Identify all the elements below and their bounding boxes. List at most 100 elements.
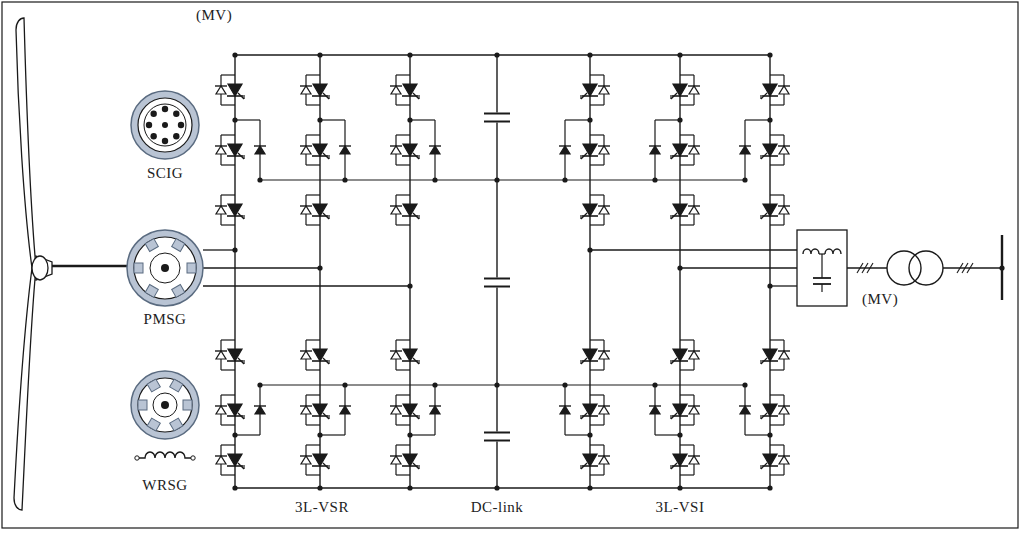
three-phase-tick: [967, 263, 973, 273]
wire: [770, 164, 784, 165]
wire: [821, 284, 822, 292]
diode-bar: [688, 205, 700, 206]
wire: [680, 194, 694, 195]
wire: [396, 394, 410, 395]
stator-slot: [172, 239, 185, 252]
wire: [396, 74, 410, 75]
rotor: [144, 104, 186, 146]
junction-dot: [652, 382, 657, 387]
junction-dot: [317, 265, 322, 270]
diode-bar: [390, 405, 402, 406]
neutral-bus: [260, 179, 745, 180]
gate-lead: [413, 463, 419, 469]
wire: [221, 224, 235, 225]
junction-dot: [587, 485, 592, 490]
wire: [306, 394, 320, 395]
pmsg-machine: [127, 230, 203, 306]
antiparallel-diode: [689, 351, 699, 359]
junction-dot: [587, 52, 592, 57]
antiparallel-diode: [779, 351, 789, 359]
gate-lead: [418, 155, 419, 159]
antiparallel-diode: [391, 86, 401, 94]
diode-bar: [739, 145, 751, 146]
gate-lead: [670, 415, 671, 419]
junction-dot: [407, 52, 412, 57]
dc-rail-positive: [235, 54, 770, 55]
wire: [221, 194, 235, 195]
junction-dot: [407, 432, 412, 437]
junction-dot: [342, 382, 347, 387]
antiparallel-diode: [689, 146, 699, 154]
junction-dot: [317, 432, 322, 437]
diode-bar: [688, 405, 700, 406]
gate-lead: [580, 415, 581, 419]
converter-label: 3L-VSI: [656, 498, 705, 516]
junction-dot: [562, 382, 567, 387]
diode-bar: [598, 405, 610, 406]
diode-bar: [300, 145, 312, 146]
gate-lead: [238, 153, 244, 159]
stator-ring: [131, 91, 199, 159]
wind-turbine: [14, 18, 127, 510]
diode-bar: [215, 85, 227, 86]
wire: [770, 394, 784, 395]
rotor-bar: [173, 110, 179, 116]
wire: [770, 339, 784, 340]
junction-dot: [232, 485, 237, 490]
gate-lead: [760, 415, 761, 419]
rotor-shaft: [161, 264, 169, 272]
gate-lead: [243, 215, 244, 219]
gate-lead: [328, 415, 329, 419]
gate-lead: [323, 358, 329, 364]
junction-dot: [432, 177, 437, 182]
capacitor-plate: [484, 286, 510, 288]
rotor-bar: [150, 133, 156, 139]
diode-bar: [390, 205, 402, 206]
gate-lead: [238, 93, 244, 99]
clamp-diode: [740, 406, 750, 414]
terminal: [191, 456, 195, 460]
wire: [680, 394, 694, 395]
wire: [396, 104, 410, 105]
rotor: [150, 253, 180, 283]
clamp-diode: [560, 406, 570, 414]
stator-slot: [145, 239, 158, 252]
gate-lead: [761, 213, 767, 219]
transformer-winding: [909, 251, 943, 285]
clamp-diode: [255, 146, 265, 154]
wire: [565, 434, 590, 435]
voltage-level-label: (MV): [862, 290, 898, 308]
diode-bar: [215, 350, 227, 351]
antiparallel-diode: [599, 86, 609, 94]
scig-machine: [131, 91, 199, 159]
three-phase-tick: [857, 263, 863, 273]
capacitor-plate: [484, 440, 510, 442]
wire: [320, 434, 345, 435]
wire: [770, 369, 784, 370]
diode-bar: [390, 85, 402, 86]
antiparallel-diode: [301, 456, 311, 464]
generator-label: SCIG: [147, 164, 183, 182]
gate-lead: [238, 213, 244, 219]
capacitor-gap: [483, 113, 511, 123]
diode-bar: [778, 145, 790, 146]
stator-slot: [183, 400, 192, 410]
wire: [590, 74, 604, 75]
gate-lead: [760, 465, 761, 469]
gate-lead: [670, 155, 671, 159]
diode-bar: [688, 145, 700, 146]
gate-lead: [581, 213, 587, 219]
rotor-bar: [162, 106, 168, 112]
junction-dot: [767, 117, 772, 122]
wire: [770, 74, 784, 75]
antiparallel-diode: [689, 406, 699, 414]
generator-label: PMSG: [144, 310, 187, 328]
wire: [396, 424, 410, 425]
junction-dot: [232, 432, 237, 437]
gate-lead: [323, 93, 329, 99]
wire: [410, 434, 435, 435]
stator-slot: [172, 285, 185, 298]
rotor: [153, 393, 177, 417]
stator-slot: [187, 263, 196, 273]
diode-bar: [598, 205, 610, 206]
